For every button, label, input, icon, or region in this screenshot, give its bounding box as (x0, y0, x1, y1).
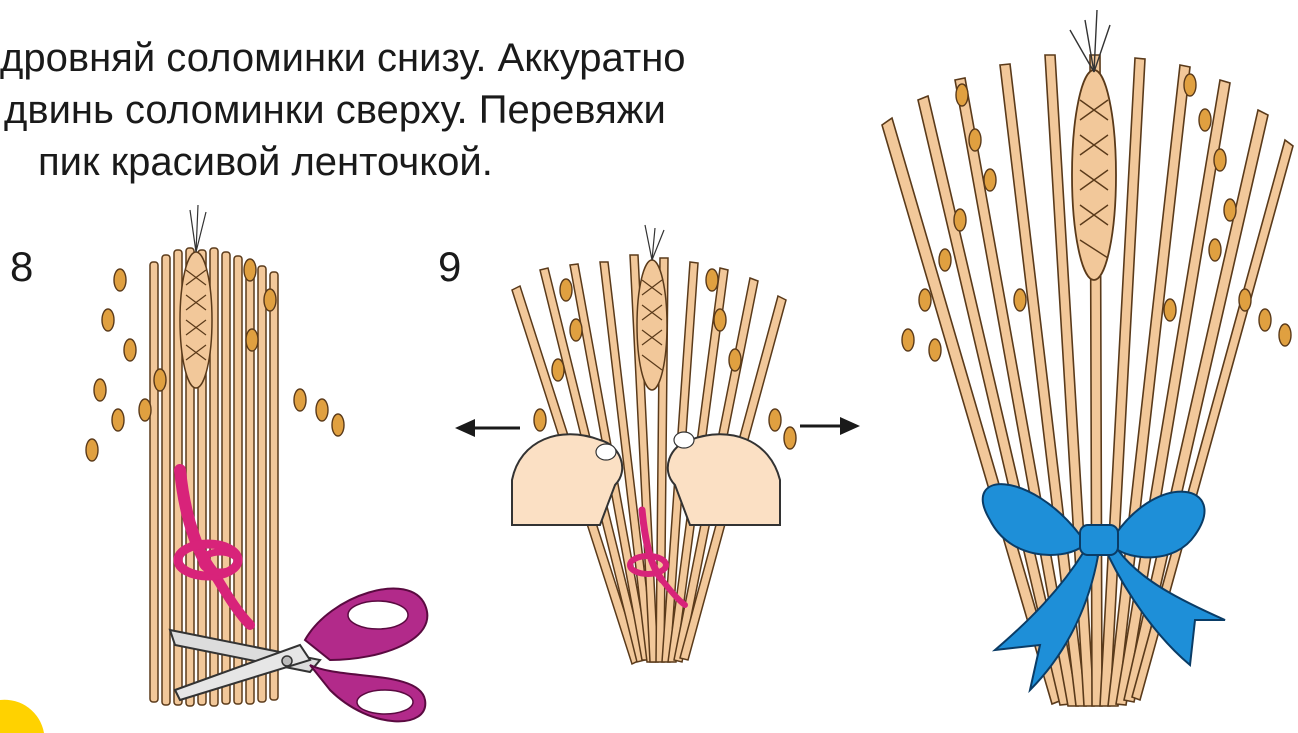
arrow-right-icon (800, 417, 860, 435)
yellow-badge (0, 700, 44, 733)
wheat-ear (1070, 10, 1116, 280)
bundle-step-9 (455, 225, 860, 664)
straws (150, 248, 278, 706)
scissors-icon (170, 589, 427, 722)
bundle-final (882, 10, 1293, 706)
wheat-ear (180, 205, 212, 388)
wheat-ear (637, 225, 667, 390)
arrow-left-icon (455, 419, 520, 437)
bundle-step-8 (86, 205, 427, 721)
